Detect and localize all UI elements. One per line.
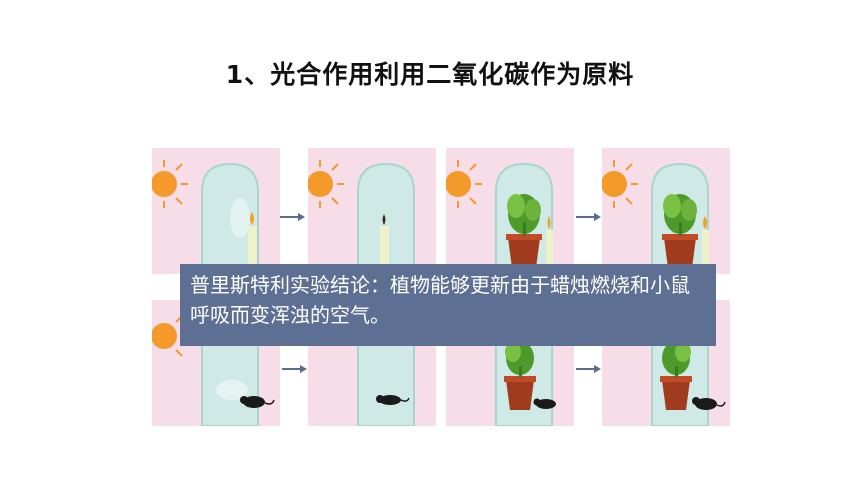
mouse-icon: [692, 397, 726, 410]
arrow-right-icon: [576, 207, 602, 221]
candle-icon: [702, 216, 709, 266]
potted-plant-icon: [660, 341, 692, 410]
arrow-right-icon: [576, 359, 602, 373]
mouse-icon: [533, 398, 556, 409]
potted-plant-icon: [504, 341, 536, 410]
potted-plant-icon: [662, 194, 698, 268]
arrow-right-icon: [282, 359, 308, 373]
sun-icon: [308, 160, 344, 208]
candle-burning-illustration: [152, 160, 259, 274]
experiment-panel-candle-out: [308, 148, 436, 274]
candle-icon: [546, 216, 553, 266]
candle-icon: [248, 212, 257, 266]
bell-jar-icon: [357, 162, 415, 274]
potted-plant-icon: [506, 194, 542, 268]
sun-icon: [446, 160, 482, 208]
experiment-panel-plant-candle: [446, 148, 574, 274]
arrow-right-icon: [280, 207, 306, 221]
plant-candle-illustration: [446, 160, 553, 274]
sun-icon: [602, 160, 638, 208]
slide-title: 1、光合作用利用二氧化碳作为原料: [225, 60, 635, 89]
experiment-panel-plant-candle-burning: [602, 148, 730, 274]
conclusion-box: 普里斯特利实验结论：植物能够更新由于蜡烛燃烧和小鼠呼吸而变浑浊的空气。: [180, 264, 716, 346]
mouse-icon: [376, 395, 410, 405]
sun-icon: [152, 160, 188, 208]
candle-icon: [380, 214, 389, 266]
experiment-panel-candle-burning: [152, 148, 280, 274]
mouse-icon: [240, 396, 275, 408]
candle-out-illustration: [308, 160, 415, 274]
bell-jar-icon: [201, 162, 259, 274]
plant-candle-burning-illustration: [602, 160, 709, 274]
